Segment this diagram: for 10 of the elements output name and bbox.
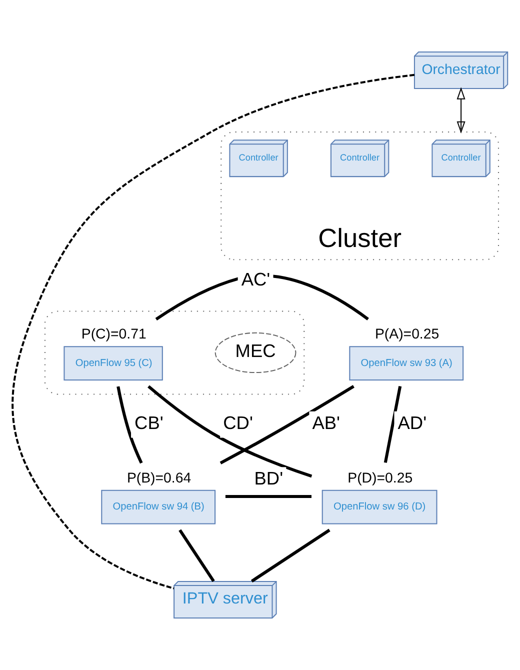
edge-label: CD' (223, 413, 253, 434)
node-label: P(D)=0.25 (348, 470, 413, 486)
edge-label: AC' (241, 269, 270, 290)
edge-label: AD' (398, 413, 427, 434)
edge-label: AB' (312, 413, 340, 434)
node-label: P(B)=0.64 (126, 470, 192, 486)
edge-label: CB' (134, 413, 164, 434)
node-label: P(C)=0.71 (81, 326, 146, 343)
node-label: P(A)=0.25 (374, 326, 440, 343)
edge-label: BD' (254, 468, 284, 489)
